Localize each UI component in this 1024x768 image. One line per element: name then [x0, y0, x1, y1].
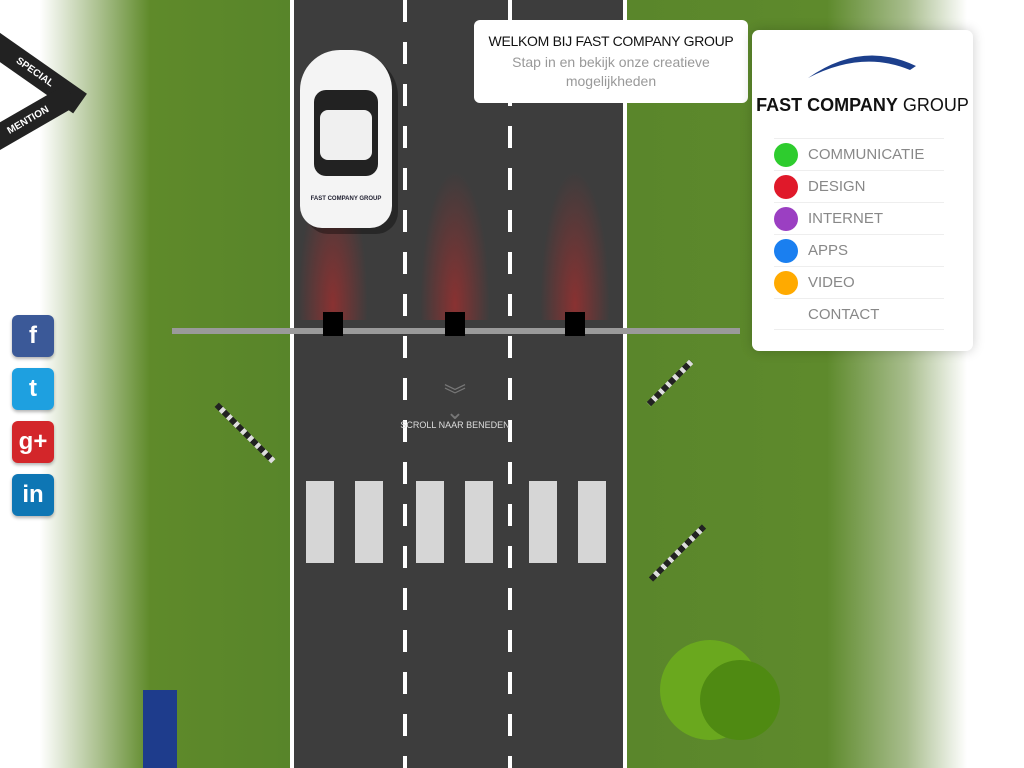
menu-item-communicatie[interactable]: COMMUNICATIE	[774, 138, 944, 170]
menu-item-contact[interactable]: CONTACT	[774, 298, 944, 330]
menu-item-apps[interactable]: APPS	[774, 234, 944, 266]
eye-icon	[774, 174, 798, 199]
camera-light	[420, 170, 490, 320]
main-menu: FAST COMPANY GROUP COMMUNICATIE DESIGN I…	[752, 30, 973, 351]
menu-label: VIDEO	[808, 274, 855, 291]
car[interactable]: FAST COMPANY GROUP	[300, 50, 392, 228]
welcome-box: WELKOM BIJ FAST COMPANY GROUP Stap in en…	[474, 20, 748, 103]
camera-icon	[565, 312, 585, 336]
menu-label: APPS	[808, 242, 849, 259]
crosswalk-stripe	[529, 481, 557, 563]
crosswalk-stripe	[355, 481, 383, 563]
menu-item-internet[interactable]: INTERNET	[774, 202, 944, 234]
welcome-subtitle: Stap in en bekijk onze creatieve mogelij…	[512, 54, 710, 89]
menu-item-design[interactable]: DESIGN	[774, 170, 944, 202]
crosswalk-stripe	[578, 481, 606, 563]
brand-bold: FAST COMPANY	[756, 95, 898, 115]
camera-icon	[323, 312, 343, 336]
car-logo: FAST COMPANY GROUP	[310, 196, 382, 202]
brand-logo[interactable]: FAST COMPANY GROUP	[752, 95, 973, 116]
crosswalk-stripe	[416, 481, 444, 563]
flag	[143, 690, 177, 768]
facebook-icon[interactable]: f	[12, 315, 54, 357]
linkedin-icon[interactable]: in	[12, 474, 54, 516]
globe-icon	[774, 206, 798, 231]
brand-light: GROUP	[897, 95, 969, 115]
menu-item-video[interactable]: VIDEO	[774, 266, 944, 298]
menu-label: INTERNET	[808, 210, 883, 227]
menu-label: CONTACT	[808, 305, 880, 323]
menu-label: COMMUNICATIE	[808, 146, 925, 163]
twitter-icon[interactable]: t	[12, 368, 54, 410]
chevron-down-icon: ︾⌄	[443, 383, 466, 424]
welcome-title: WELKOM BIJ FAST COMPANY GROUP	[488, 33, 734, 49]
lane-divider	[403, 0, 407, 768]
google-plus-icon[interactable]: g+	[12, 421, 54, 463]
chat-icon	[774, 142, 798, 167]
crosswalk-stripe	[306, 481, 334, 563]
menu-label: DESIGN	[808, 178, 866, 195]
scroll-down[interactable]: ︾⌄ SCROLL NAAR BENEDEN	[400, 383, 510, 431]
logo-arc-icon[interactable]	[806, 50, 918, 80]
play-icon	[774, 270, 798, 295]
lane-divider	[508, 0, 512, 768]
camera-icon	[445, 312, 465, 336]
car-roof	[320, 110, 372, 160]
scroll-label: SCROLL NAAR BENEDEN	[400, 420, 510, 430]
camera-light	[540, 170, 610, 320]
crosswalk-stripe	[465, 481, 493, 563]
device-icon	[774, 238, 798, 263]
tree	[700, 660, 780, 740]
